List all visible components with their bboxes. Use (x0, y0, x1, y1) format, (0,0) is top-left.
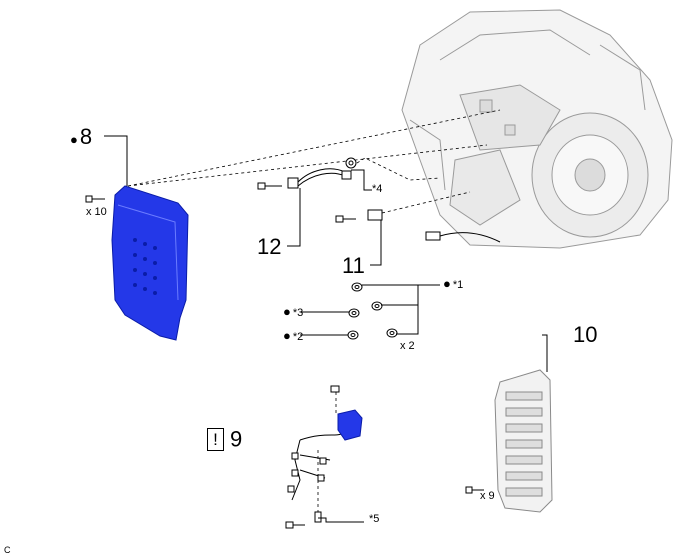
sensor-11-part (335, 209, 383, 223)
housing-connector (425, 231, 501, 243)
label-harness: !9 (207, 428, 242, 451)
note-1: ●*1 (443, 277, 463, 291)
sensor-12-part (257, 168, 352, 190)
harness-part (285, 385, 346, 529)
valve-body-part (494, 369, 553, 513)
part-number-11: 11 (342, 253, 365, 278)
bullet-mark: ● (443, 276, 451, 291)
part-number-8: 8 (79, 124, 93, 149)
note-5: *5 (369, 513, 380, 525)
bullet-mark: ● (70, 132, 78, 147)
note-3-text: *3 (292, 307, 304, 319)
note-4: *4 (372, 183, 383, 195)
gasket-set (347, 282, 398, 340)
note-3: ●*3 (283, 305, 303, 319)
transaxle-housing (401, 9, 673, 249)
note-1-text: *1 (452, 279, 464, 291)
corner-code: C (4, 545, 11, 555)
oil-pan-part (111, 185, 189, 341)
gasket-quantity: x 2 (400, 340, 415, 352)
bullet-mark: ● (283, 328, 291, 343)
label-oil-pan: ●8 (70, 126, 92, 148)
bullet-mark: ● (283, 304, 291, 319)
note-2: ●*2 (283, 329, 303, 343)
part-number-12: 12 (257, 234, 282, 259)
callout-lines (104, 135, 548, 523)
oil-pan-bolt-quantity: x 10 (86, 206, 107, 218)
valve-body-bolt-quantity: x 9 (480, 490, 495, 502)
part-number-10: 10 (573, 322, 598, 347)
part-number-9: 9 (230, 426, 243, 452)
note-2-text: *2 (292, 331, 304, 343)
oil-pan-bolt (85, 195, 105, 203)
valve-body-bolt (465, 486, 484, 494)
gasket-4 (345, 157, 357, 169)
warning-icon: ! (207, 428, 224, 451)
harness-connector-highlight (337, 409, 363, 441)
